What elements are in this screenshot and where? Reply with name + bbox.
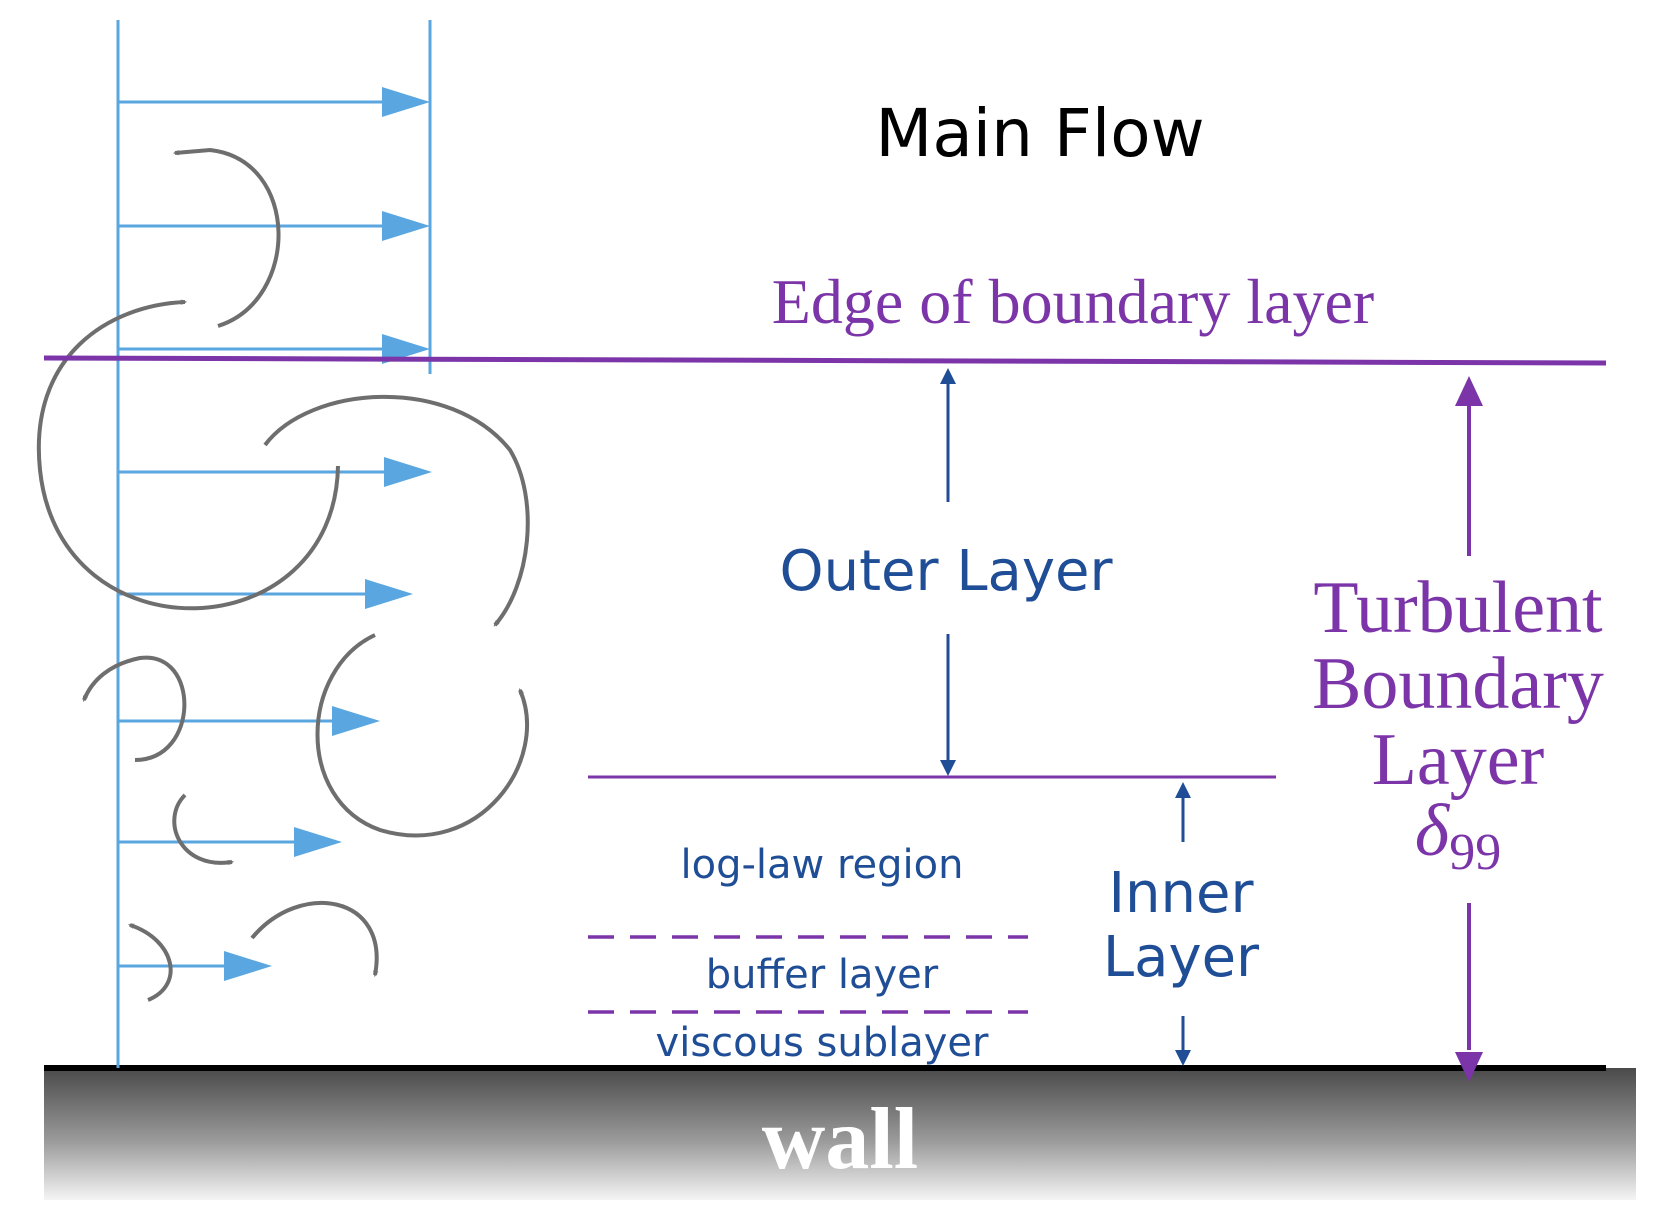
- edge-of-boundary-layer-label: Edge of boundary layer: [772, 266, 1374, 337]
- delta-subscript: 99: [1449, 824, 1501, 881]
- velocity-profile: [116, 20, 432, 1068]
- inner-layer-dimension: [1175, 782, 1191, 1066]
- viscous-sublayer-label: viscous sublayer: [656, 1020, 989, 1066]
- boundary-layer-edge-line: [43, 355, 1607, 366]
- main-flow-label: Main Flow: [875, 95, 1204, 172]
- log-law-region-label: log-law region: [681, 842, 964, 888]
- delta-99-label: δ99: [1415, 790, 1501, 881]
- eddy-curved-arrow-icon: [172, 147, 281, 328]
- arrow-right-icon: [384, 457, 432, 487]
- eddy-curved-arrow-icon: [128, 923, 173, 1002]
- outer-layer-label: Outer Layer: [780, 539, 1114, 604]
- buffer-layer-label: buffer layer: [706, 952, 939, 998]
- velocity-arrows: [118, 87, 432, 981]
- delta-symbol: δ: [1415, 790, 1451, 872]
- arrow-right-icon: [382, 87, 430, 117]
- tbl-label-line3: Layer: [1372, 719, 1545, 801]
- wall-label: wall: [762, 1091, 918, 1188]
- arrow-right-icon: [224, 951, 272, 981]
- inner-down-arrow-head-icon: [1175, 1050, 1191, 1066]
- outer-up-arrow-head-icon: [940, 368, 956, 384]
- tbl-label-line1: Turbulent: [1313, 567, 1603, 649]
- outer-down-arrow-head-icon: [940, 760, 956, 776]
- arrow-right-icon: [382, 334, 430, 364]
- outer-layer-dimension: [940, 368, 956, 776]
- wall-block: [44, 1068, 1636, 1200]
- eddy-curved-arrow-icon: [315, 633, 529, 838]
- eddy-curved-arrow-icon: [172, 793, 235, 866]
- arrow-right-icon: [294, 827, 342, 857]
- tbl-up-arrow-head-icon: [1455, 376, 1483, 406]
- eddy-curved-arrow-icon: [263, 394, 530, 627]
- eddy-curved-arrow-icon: [82, 655, 187, 762]
- inner-layer-label-line2: Layer: [1103, 925, 1260, 990]
- wall: wall: [44, 1065, 1636, 1200]
- tbl-down-arrow-head-icon: [1455, 1052, 1483, 1082]
- arrow-right-icon: [365, 579, 413, 609]
- inner-up-arrow-head-icon: [1175, 782, 1191, 798]
- tbl-dimension: [1455, 376, 1483, 1082]
- tbl-label-line2: Boundary: [1312, 643, 1604, 725]
- arrow-right-icon: [382, 211, 430, 241]
- eddies: [36, 147, 530, 1002]
- eddy-curved-arrow-icon: [250, 901, 379, 978]
- inner-layer-label-line1: Inner: [1109, 861, 1255, 926]
- arrow-right-icon: [332, 706, 380, 736]
- eddy-curved-arrow-icon: [36, 299, 340, 611]
